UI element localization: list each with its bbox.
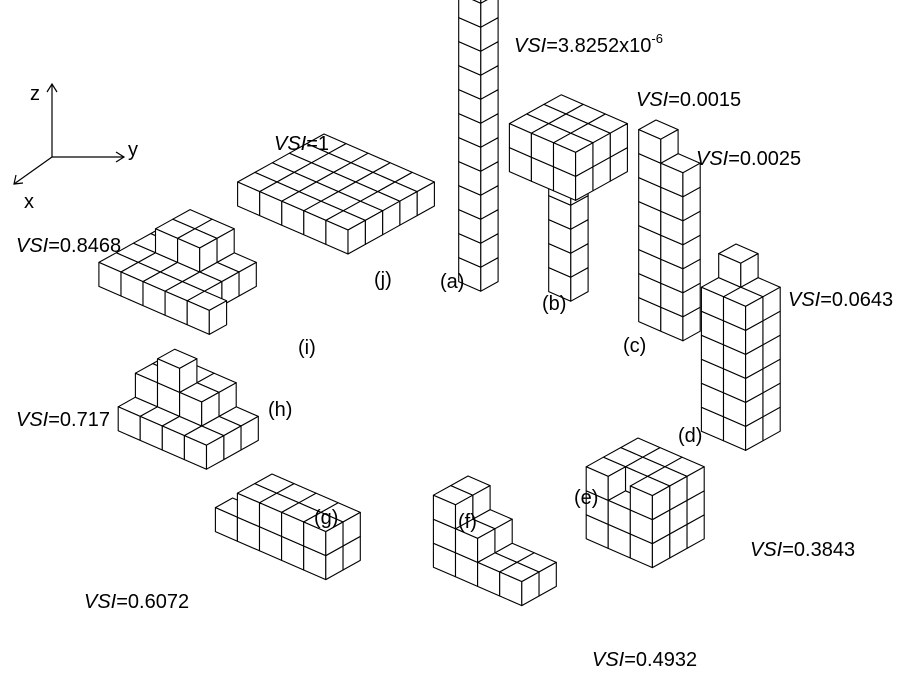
shape-tag-b: (b) [542, 293, 566, 315]
vsi-label-a: VSI=3.8252x10-6 [514, 31, 663, 57]
shape-tag-e: (e) [574, 487, 598, 509]
shape-tag-c: (c) [623, 335, 646, 357]
vsi-label-j: VSI=1 [274, 133, 329, 155]
vsi-label-d: VSI=0.0643 [788, 289, 893, 311]
shape-tag-h: (h) [268, 399, 292, 421]
shape-c-voxels [639, 120, 701, 341]
vsi-label-f: VSI=0.4932 [592, 649, 697, 671]
shape-h-voxels [118, 349, 258, 469]
shape-f-voxels [433, 476, 556, 606]
vsi-label-c: VSI=0.0025 [696, 148, 801, 170]
coordinate-axes: z y x [14, 83, 138, 213]
shape-b-voxels [509, 95, 627, 301]
shape-tag-j: (j) [374, 269, 392, 291]
vsi-label-b: VSI=0.0015 [636, 89, 741, 111]
x-axis-line [14, 157, 52, 184]
shape-tag-f: (f) [458, 511, 477, 533]
shape-a-voxels [459, 0, 498, 291]
vsi-label-h: VSI=0.717 [16, 409, 110, 431]
vsi-label-i: VSI=0.8468 [16, 235, 121, 257]
shape-tag-d: (d) [678, 425, 702, 447]
shape-tag-g: (g) [314, 507, 338, 529]
shape-d-voxels [701, 244, 780, 450]
shape-j-voxels [238, 134, 435, 254]
z-axis-label: z [30, 83, 40, 105]
shape-e-voxels [586, 438, 704, 568]
shape-g-voxels [215, 474, 360, 580]
shape-i-voxels [99, 210, 256, 335]
y-axis-label: y [128, 139, 138, 161]
shape-tag-a: (a) [440, 271, 464, 293]
x-axis-label: x [24, 191, 34, 213]
vsi-label-e: VSI=0.3843 [750, 539, 855, 561]
shape-tag-i: (i) [298, 337, 316, 359]
vsi-label-g: VSI=0.6072 [84, 591, 189, 613]
